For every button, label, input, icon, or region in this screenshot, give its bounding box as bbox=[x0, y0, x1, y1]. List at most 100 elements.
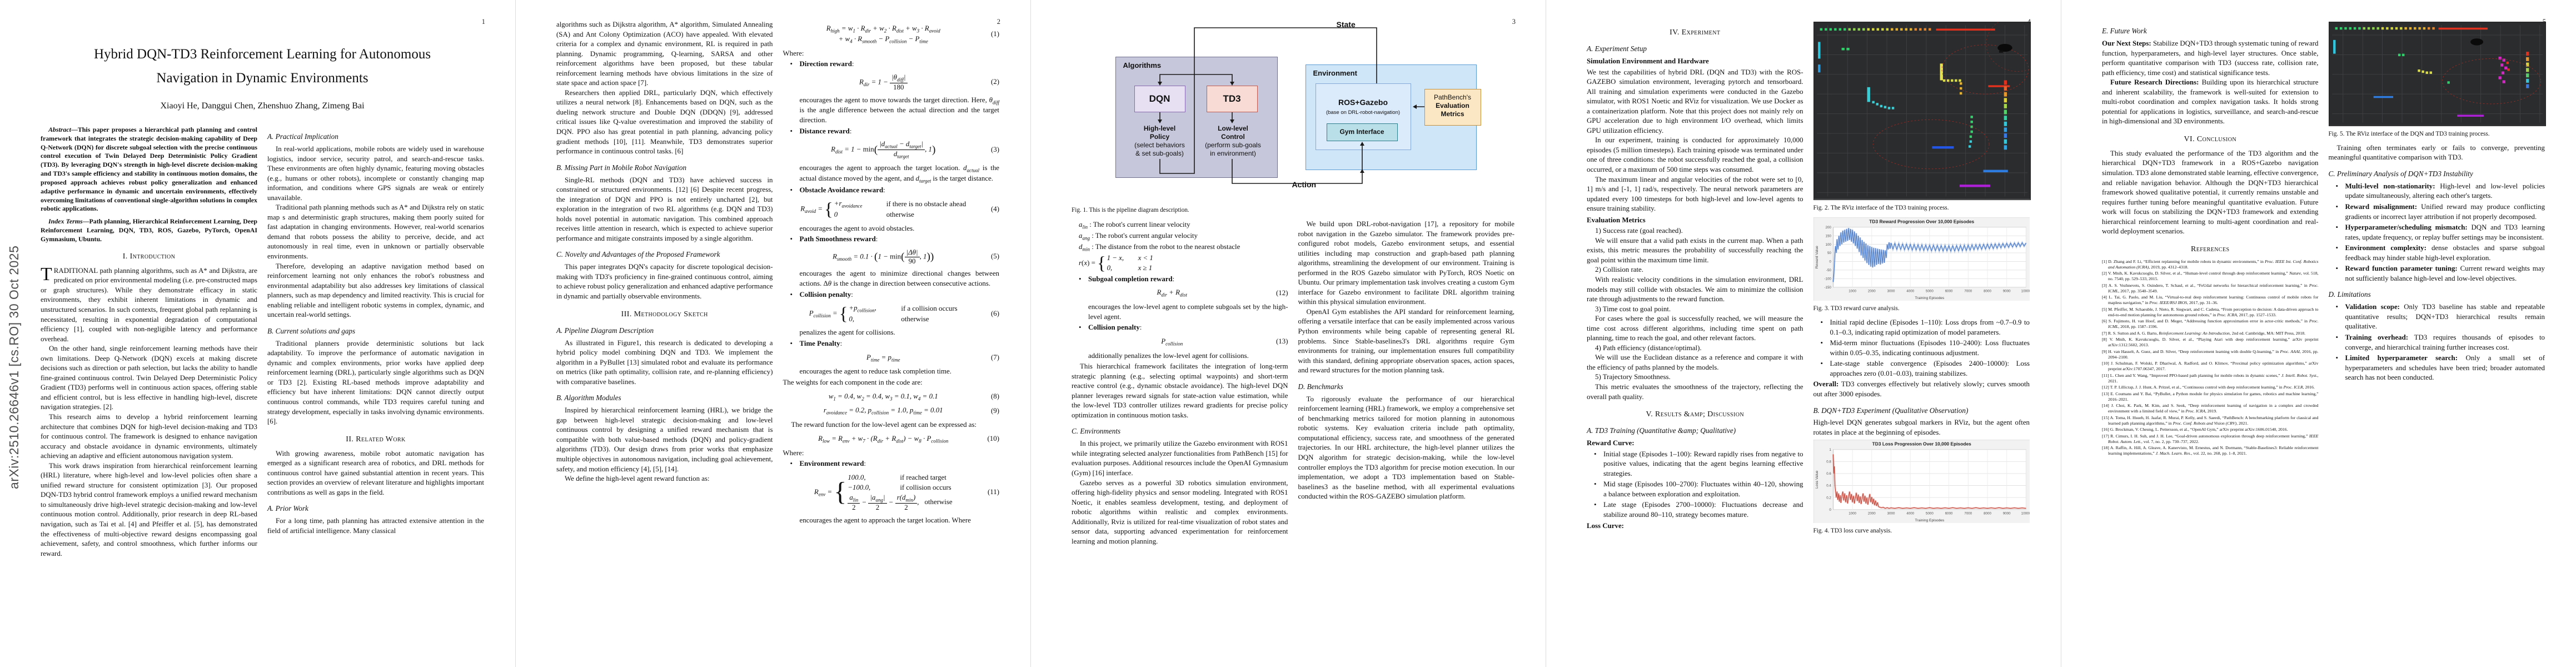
equation: w1 = 0.4, w2 = 0.4, w3 = 0.1, w4 = 0.1(8… bbox=[783, 392, 999, 402]
equation: Rdir + Rdist(12) bbox=[1072, 288, 1288, 298]
bullet-item: Initial stage (Episodes 1–100): Reward r… bbox=[1587, 450, 1803, 479]
pathbench-box bbox=[1424, 89, 1481, 126]
bullet-explanation: encourages the agent to approach the tar… bbox=[799, 164, 1000, 184]
svg-text:0.8: 0.8 bbox=[1826, 460, 1831, 464]
paragraph: 4) Path efficiency (distance/optimal). bbox=[1595, 344, 1702, 352]
equation-body: Renv = {100.0,if reached target−100.0,if… bbox=[814, 473, 953, 511]
svg-text:7000: 7000 bbox=[1964, 289, 1972, 293]
paragraph: We define the high-level agent reward fu… bbox=[565, 475, 710, 483]
svg-text:9000: 9000 bbox=[2002, 289, 2010, 293]
figure: Fig. 5. The RViz interface of the DQN an… bbox=[2328, 22, 2546, 138]
equation-body: Pcollision = {+pcollision,if a collision… bbox=[809, 303, 958, 324]
equation-number: (11) bbox=[988, 487, 999, 496]
subsection-heading: C. Environments bbox=[1072, 427, 1121, 436]
paragraph: Gazebo serves as a powerful 3D robotics … bbox=[1072, 479, 1288, 545]
reference-item: [18] A. Raffin, A. Hill, A. Gleave, A. K… bbox=[2102, 445, 2319, 456]
column-right: We build upon DRL-robot-navigation [17],… bbox=[1298, 220, 1515, 546]
svg-text:0.4: 0.4 bbox=[1826, 484, 1831, 487]
paragraph: 1) Success rate (goal reached). bbox=[1595, 227, 1683, 235]
column-left: algorithms such as Dijkstra algorithm, A… bbox=[556, 20, 773, 526]
bold-lead-line: Simulation Environment and Hardware bbox=[1587, 57, 1709, 65]
bullet-item: Late-stage stable convergence (Episodes … bbox=[1813, 359, 2030, 379]
page-number: 2 bbox=[996, 18, 1000, 26]
paragraph: Researchers then applied DRL, particular… bbox=[556, 88, 773, 156]
page-number: 4 bbox=[2027, 18, 2031, 26]
paragraph: To rigorously evaluate the performance o… bbox=[1298, 395, 1515, 501]
svg-text:3000: 3000 bbox=[1887, 511, 1895, 515]
svg-text:6000: 6000 bbox=[1945, 289, 1952, 293]
paragraph: We build upon DRL-robot-navigation [17],… bbox=[1298, 220, 1515, 306]
section-heading: IV. Experiment bbox=[1670, 28, 1721, 37]
section-heading: I. Introduction bbox=[122, 252, 176, 261]
equation: Renv = {100.0,if reached target−100.0,if… bbox=[783, 473, 999, 512]
equation-number: (6) bbox=[990, 309, 999, 317]
equation-number: (10) bbox=[987, 435, 999, 443]
svg-text:1: 1 bbox=[1829, 447, 1831, 451]
page-number: 5 bbox=[2542, 18, 2546, 26]
dqn-label: DQN bbox=[1149, 93, 1170, 104]
equation-body: Rdist = 1 − min(|dactual − dtarget|dtarg… bbox=[831, 140, 936, 160]
page-number: 3 bbox=[1512, 18, 1516, 26]
paragraph: We will ensure that a valid path exists … bbox=[1587, 236, 1803, 264]
page-number: 1 bbox=[481, 18, 485, 26]
gym-interface-label: Gym Interface bbox=[1339, 128, 1384, 136]
reference-item: [8] V. Mnih, K. Kavukcuoglu, D. Silver, … bbox=[2102, 337, 2319, 348]
subsection-heading: C. Preliminary Analysis of DQN+TD3 Insta… bbox=[2328, 169, 2473, 178]
paragraph: 2) Collision rate. bbox=[1595, 266, 1643, 274]
bullet-item: Direction reward: bbox=[783, 59, 1000, 69]
paragraph: This metric evaluates the smoothness of … bbox=[1587, 383, 1803, 401]
svg-text:10000: 10000 bbox=[2021, 511, 2030, 515]
svg-text:TD3 Reward Progression Over 10: TD3 Reward Progression Over 10,000 Episo… bbox=[1869, 218, 1974, 224]
bullet-item: Collision penalty: bbox=[1072, 323, 1288, 333]
bold-lead-line: Reward Curve: bbox=[1587, 439, 1635, 447]
equation-body: Rdir = 1 − |θdiff|180 bbox=[783, 73, 984, 92]
bullet-explanation: additionally penalizes the low-level age… bbox=[1088, 351, 1249, 360]
td3-box bbox=[1206, 86, 1258, 112]
equation-number: (1) bbox=[990, 30, 999, 38]
paragraph: We will use the Euclidean distance as a … bbox=[1587, 354, 1803, 371]
paper-authors: Xiaoyi He, Danggui Chen, Zhenshuo Zhang,… bbox=[160, 101, 365, 111]
svg-text:200: 200 bbox=[1825, 226, 1831, 230]
algorithms-label: Algorithms bbox=[1123, 61, 1162, 69]
reference-item: [5] M. Pfeiffer, M. Schaeuble, J. Nieto,… bbox=[2102, 306, 2319, 317]
subsection-heading: A. TD3 Training (Quantitative &amp; Qual… bbox=[1587, 426, 1736, 435]
paragraph: The weights for each component in the co… bbox=[783, 378, 923, 386]
svg-text:100: 100 bbox=[1825, 242, 1831, 246]
equation-number: (5) bbox=[990, 252, 999, 261]
paper-title: Hybrid DQN-TD3 Reinforcement Learning fo… bbox=[93, 47, 431, 86]
reference-item: [7] R. S. Sutton and A. G. Barto, Reinfo… bbox=[2102, 330, 2305, 336]
subsection-heading: D. Limitations bbox=[2328, 290, 2371, 299]
equation: ravoidance = 0.2, pcollision = 1.0, ptim… bbox=[783, 406, 999, 416]
abstract-paragraph: Index Terms—Path planning, Hierarchical … bbox=[41, 217, 257, 243]
bullet-explanation: penalizes the agent for collisions. bbox=[799, 328, 895, 337]
references-list: [1] D. Zhang and F. Li, “Efficient repla… bbox=[2102, 259, 2319, 457]
bullet-item: Initial rapid decline (Episodes 1–110): … bbox=[1813, 318, 2030, 337]
algorithms-box bbox=[1115, 57, 1278, 178]
bullet-item: Time Penalty: bbox=[783, 339, 1000, 349]
figure-caption: Fig. 4. TD3 loss curve analysis. bbox=[1813, 527, 1892, 535]
equation-body: ravoidance = 0.2, pcollision = 1.0, ptim… bbox=[823, 406, 943, 416]
paragraph: Inspired by hierarchical reinforcement l… bbox=[556, 406, 773, 473]
subsection-heading: B. Current solutions and gaps bbox=[267, 326, 356, 335]
paragraph: The reward function for the low-level ag… bbox=[791, 421, 977, 429]
paragraph: This study evaluated the performance of … bbox=[2102, 149, 2319, 236]
paragraph: Where: bbox=[783, 49, 804, 57]
bullet-item: Environment reward: bbox=[783, 459, 1000, 469]
svg-text:-50: -50 bbox=[1826, 268, 1831, 272]
reference-item: [13] E. Coumans and Y. Bai, “PyBullet, a… bbox=[2102, 391, 2319, 402]
paragraph: Therefore, developing an adaptive naviga… bbox=[267, 262, 484, 319]
rviz-dqn-td3-screenshot bbox=[2328, 22, 2546, 126]
subsection-heading: C. Novelty and Advantages of the Propose… bbox=[556, 250, 720, 259]
bullet-item: Mid-term minor fluctuations (Episodes 11… bbox=[1813, 339, 2030, 358]
abstract-paragraph: Abstract—This paper proposes a hierarchi… bbox=[41, 126, 257, 213]
svg-text:0.6: 0.6 bbox=[1826, 472, 1831, 476]
equation-body: Ptime = ptime bbox=[866, 353, 900, 363]
paragraph: Training often terminates early or fails… bbox=[2328, 143, 2545, 162]
